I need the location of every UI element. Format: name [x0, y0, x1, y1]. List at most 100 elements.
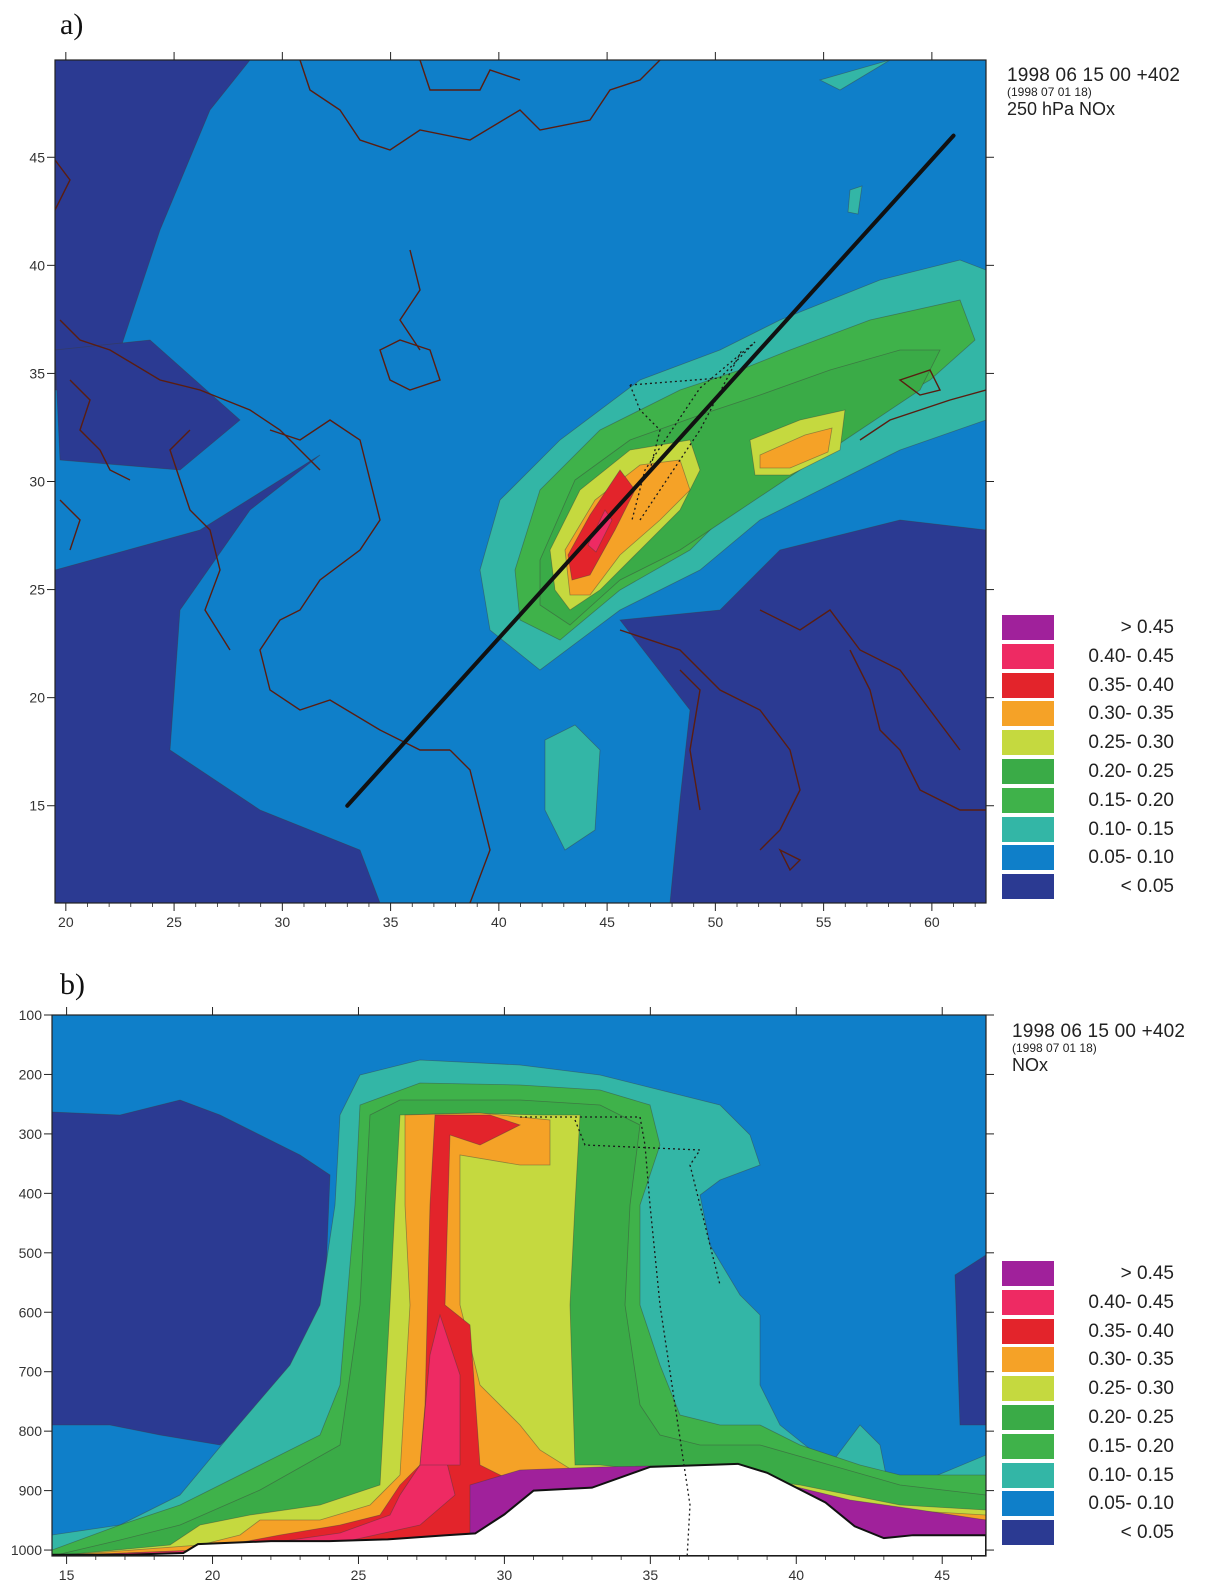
y-tick-label: 200	[19, 1066, 43, 1082]
legend-item: 0.30- 0.35	[1002, 1346, 1202, 1375]
legend-label: > 0.45	[1120, 1263, 1174, 1284]
y-tick-label: 40	[29, 257, 45, 273]
legend-item: < 0.05	[1002, 873, 1202, 902]
legend-swatch	[1002, 1289, 1054, 1315]
x-tick-label: 30	[275, 914, 291, 930]
legend-item: 0.10- 0.15	[1002, 816, 1202, 845]
legend-swatch	[1002, 701, 1054, 727]
panel-b-label: b)	[60, 968, 85, 1001]
legend-item: 0.10- 0.15	[1002, 1462, 1202, 1491]
y-tick-label: 800	[19, 1423, 43, 1439]
legend-item: 0.20- 0.25	[1002, 758, 1202, 787]
legend-item: > 0.45	[1002, 614, 1202, 643]
panel-b-frame	[51, 1014, 987, 1557]
legend-swatch	[1002, 1433, 1054, 1459]
legend-swatch	[1002, 1520, 1054, 1546]
legend-swatch	[1002, 730, 1054, 756]
x-tick-label: 35	[383, 914, 399, 930]
x-tick-label: 15	[59, 1567, 75, 1583]
legend-item: 0.05- 0.10	[1002, 844, 1202, 873]
legend-item: 0.15- 0.20	[1002, 1433, 1202, 1462]
legend-item: 0.30- 0.35	[1002, 700, 1202, 729]
legend-item: 0.20- 0.25	[1002, 1404, 1202, 1433]
legend-label: 0.20- 0.25	[1088, 1406, 1174, 1428]
legend-label: 0.30- 0.35	[1088, 1349, 1174, 1371]
panel-b-header-field: NOx	[1012, 1055, 1048, 1075]
low-region-southeast	[619, 519, 986, 903]
legend-item: 0.35- 0.40	[1002, 672, 1202, 701]
contour-band-c0	[954, 1254, 986, 1426]
legend-swatch	[1002, 845, 1054, 871]
panel-b-header-datetime: 1998 06 15 00 +402	[1012, 1021, 1186, 1042]
panel-a-header: 1998 06 15 00 +402 (1998 07 01 18) 250 h…	[1007, 66, 1180, 118]
x-tick-label: 60	[924, 914, 940, 930]
contour-band-c0	[55, 339, 241, 471]
legend-label: 0.05- 0.10	[1088, 847, 1174, 869]
y-tick-label: 100	[19, 1007, 43, 1023]
legend-swatch	[1002, 643, 1054, 669]
y-tick-label: 25	[29, 582, 45, 598]
legend-label: 0.35- 0.40	[1088, 1320, 1174, 1342]
legend-label: 0.05- 0.10	[1088, 1493, 1174, 1515]
legend-label: 0.15- 0.20	[1088, 789, 1174, 811]
x-tick-label: 45	[599, 914, 615, 930]
legend-label: 0.35- 0.40	[1088, 674, 1174, 696]
x-tick-label: 40	[491, 914, 507, 930]
legend-item: 0.40- 0.45	[1002, 1289, 1202, 1318]
y-tick-label: 15	[29, 798, 45, 814]
y-tick-label: 300	[19, 1126, 43, 1142]
legend-label: 0.25- 0.30	[1088, 1378, 1174, 1400]
legend-label: 0.25- 0.30	[1088, 732, 1174, 754]
legend-item: 0.35- 0.40	[1002, 1318, 1202, 1347]
x-tick-label: 50	[708, 914, 724, 930]
contour-band-c0	[55, 454, 381, 903]
x-tick-label: 45	[934, 1567, 950, 1583]
y-tick-label: 30	[29, 474, 45, 490]
x-tick-label: 35	[643, 1567, 659, 1583]
legend-swatch	[1002, 1404, 1054, 1430]
legend-label: 0.20- 0.25	[1088, 760, 1174, 782]
panel-b-header: 1998 06 15 00 +402 (1998 07 01 18) NOx	[1012, 1022, 1185, 1074]
legend-swatch	[1002, 1318, 1054, 1344]
contour-band-c2	[544, 724, 601, 851]
contour-band-c2	[818, 60, 891, 91]
legend-label: 0.10- 0.15	[1088, 1464, 1174, 1486]
y-tick-label: 700	[19, 1364, 43, 1380]
legend-label: < 0.05	[1120, 876, 1174, 898]
legend-label: 0.10- 0.15	[1088, 818, 1174, 840]
x-tick-label: 30	[497, 1567, 513, 1583]
panel-b-header-valid: (1998 07 01 18)	[1012, 1041, 1097, 1055]
legend-swatch	[1002, 615, 1054, 640]
x-tick-label: 20	[205, 1567, 221, 1583]
flight-profile	[520, 1116, 721, 1556]
legend-swatch	[1002, 1376, 1054, 1402]
legend-swatch	[1002, 816, 1054, 842]
y-tick-label: 500	[19, 1245, 43, 1261]
panel-b-contour-field	[52, 1015, 986, 1556]
legend-label: 0.40- 0.45	[1088, 645, 1174, 667]
legend-swatch	[1002, 672, 1054, 698]
contour-band-c5	[52, 1112, 986, 1556]
legend-label: 0.15- 0.20	[1088, 1435, 1174, 1457]
legend-swatch	[1002, 1491, 1054, 1517]
y-tick-label: 35	[29, 365, 45, 381]
legend-swatch	[1002, 1347, 1054, 1373]
legend-swatch	[1002, 758, 1054, 784]
y-tick-label: 600	[19, 1304, 43, 1320]
legend-item: < 0.05	[1002, 1519, 1202, 1548]
legend-label: > 0.45	[1120, 617, 1174, 638]
legend-swatch	[1002, 874, 1054, 900]
cross-section-line	[345, 133, 956, 808]
y-tick-label: 400	[19, 1185, 43, 1201]
legend-swatch	[1002, 1261, 1054, 1286]
legend-label: 0.30- 0.35	[1088, 703, 1174, 725]
legend-item: 0.25- 0.30	[1002, 1375, 1202, 1404]
x-tick-label: 25	[166, 914, 182, 930]
panel-a-contour-field	[55, 60, 986, 903]
y-tick-label: 1000	[11, 1542, 42, 1558]
surface-pressure-line	[52, 1462, 986, 1556]
x-tick-label: 20	[58, 914, 74, 930]
